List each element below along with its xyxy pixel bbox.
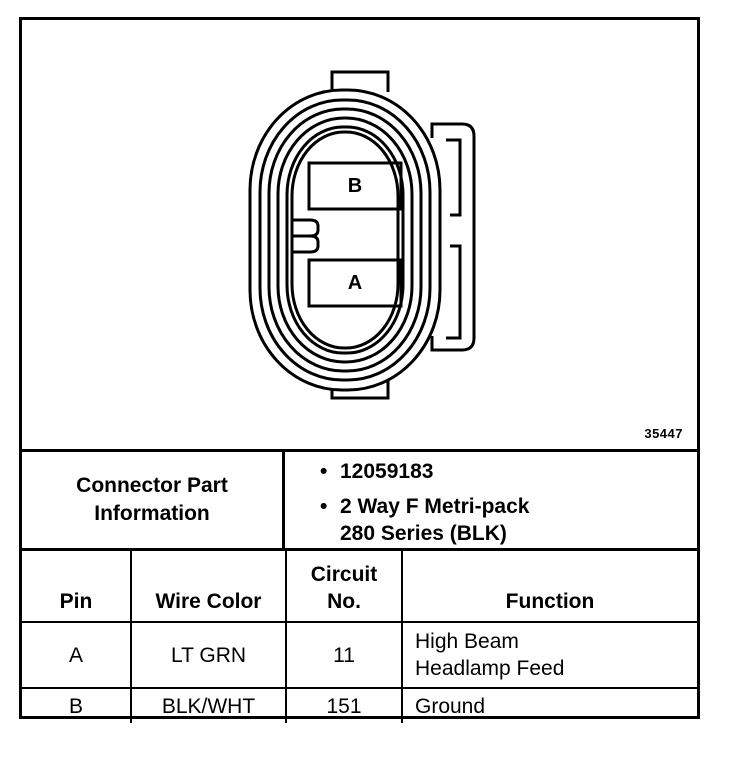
figure-number: 35447 xyxy=(644,426,683,441)
header-function: Function xyxy=(401,551,697,623)
info-title: Connector Part Information xyxy=(22,452,285,548)
pin-label-a: A xyxy=(347,271,363,294)
cell-pin: B xyxy=(22,687,132,723)
cell-circuit: 11 xyxy=(285,621,403,689)
cell-function: Ground xyxy=(401,687,697,723)
cell-wire-color: BLK/WHT xyxy=(130,687,287,723)
cell-function-line2: Headlamp Feed xyxy=(415,657,565,680)
description-line1: 2 Way F Metri-pack xyxy=(312,493,529,520)
header-circuit: Circuit No. xyxy=(285,551,403,623)
cell-function: High Beam Headlamp Feed xyxy=(401,621,697,689)
info-title-line1: Connector Part xyxy=(76,474,228,497)
info-bullets: 12059183 2 Way F Metri-pack 280 Series (… xyxy=(312,458,529,547)
cell-circuit: 151 xyxy=(285,687,403,723)
cell-wire-color: LT GRN xyxy=(130,621,287,689)
cell-function-line1: High Beam xyxy=(415,630,519,653)
part-number: 12059183 xyxy=(312,458,529,485)
pin-table: Pin Wire Color Circuit No. Function A LT… xyxy=(22,551,697,723)
header-circuit-line2: No. xyxy=(327,590,361,613)
table-row: A LT GRN 11 High Beam Headlamp Feed xyxy=(22,621,697,689)
connector-sheet: B A 35447 Connector Part Information 120… xyxy=(19,17,700,723)
connector-figure: B A 35447 xyxy=(22,20,697,452)
header-circuit-line1: Circuit xyxy=(310,563,378,586)
header-wire-color: Wire Color xyxy=(130,551,287,623)
table-header-row: Pin Wire Color Circuit No. Function xyxy=(22,551,697,623)
cell-pin: A xyxy=(22,621,132,689)
pin-label-b: B xyxy=(347,174,363,197)
info-title-line2: Information xyxy=(94,502,210,525)
header-pin: Pin xyxy=(22,551,132,623)
table-row: B BLK/WHT 151 Ground xyxy=(22,687,697,723)
connector-part-information: Connector Part Information 12059183 2 Wa… xyxy=(22,449,697,551)
connector-drawing xyxy=(248,70,476,400)
description-line2: 280 Series (BLK) xyxy=(340,522,507,545)
